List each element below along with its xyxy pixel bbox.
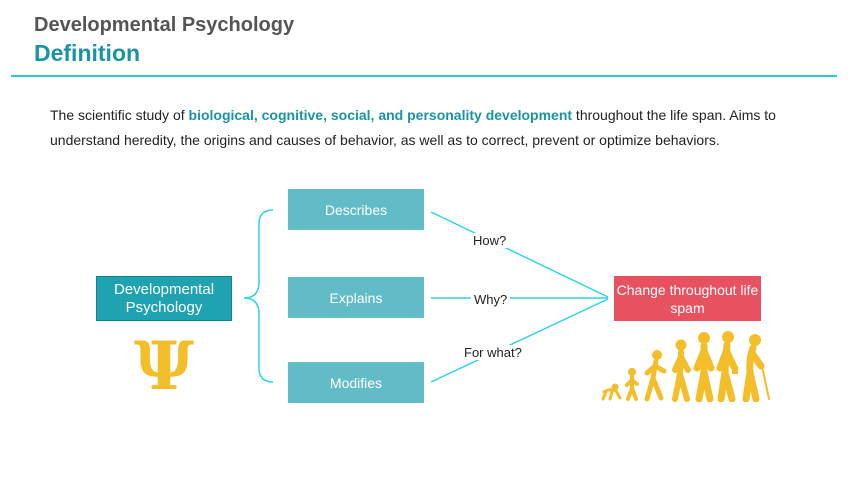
- question-why: Why?: [471, 292, 510, 307]
- elder-figure: [749, 334, 761, 346]
- root-box: Developmental Psychology: [96, 276, 232, 321]
- bracket: [244, 210, 273, 382]
- connector-describes: [431, 212, 608, 297]
- outcome-box: Change throughout life spam: [614, 276, 761, 321]
- connector-modifies: [431, 299, 608, 382]
- question-for-what: For what?: [461, 345, 525, 360]
- toddler-figure: [628, 368, 636, 376]
- step-explains: Explains: [288, 277, 424, 318]
- older-adult-figure: [722, 331, 734, 343]
- adult-figure: [698, 332, 710, 344]
- svg-text:Ψ: Ψ: [134, 334, 194, 394]
- psi-icon: Ψ: [130, 334, 198, 394]
- teen-figure: [676, 340, 687, 351]
- child-figure: [652, 350, 662, 360]
- step-describes: Describes: [288, 189, 424, 230]
- question-how: How?: [470, 233, 509, 248]
- step-modifies: Modifies: [288, 362, 424, 403]
- life-stages-icon: [598, 328, 780, 402]
